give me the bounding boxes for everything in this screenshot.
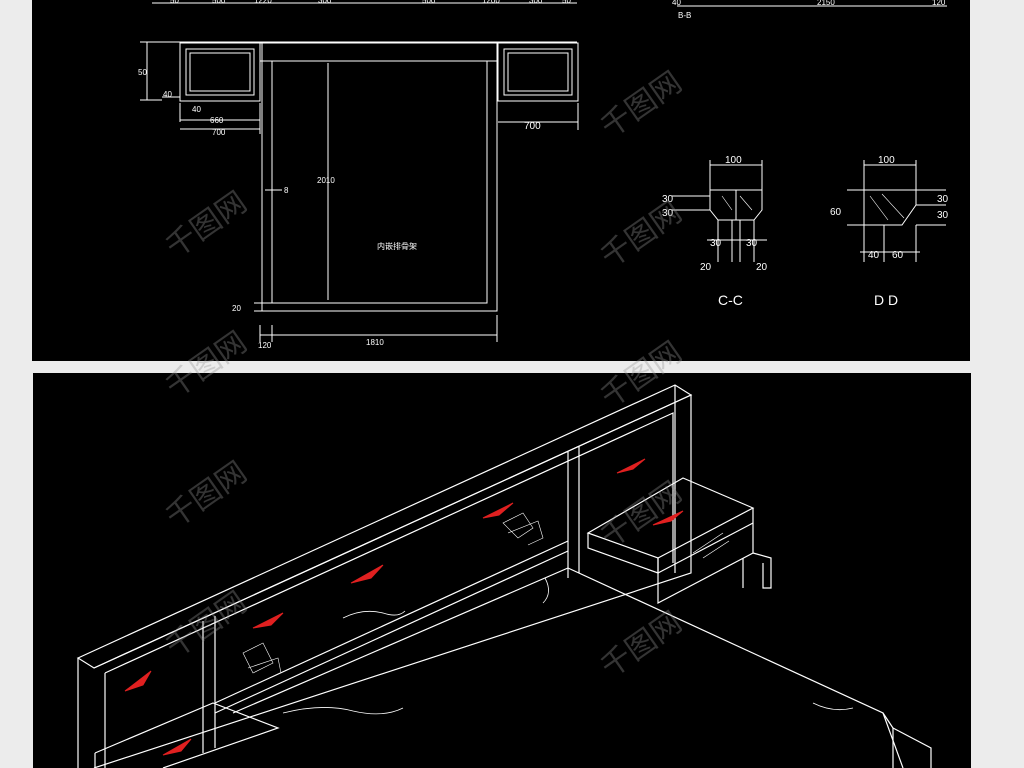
top-dim-2: 500 [212, 0, 226, 5]
section-dd-label: D D [874, 292, 898, 308]
plan-view-panel: 50 500 1220 300 500 1200 300 50 B-B 40 2… [32, 0, 970, 361]
cc-low-b: 20 [756, 262, 768, 273]
cc-bottom-b: 30 [746, 238, 758, 249]
section-cc-drawing [672, 160, 767, 262]
mattress-outline [232, 567, 904, 768]
top-dim-3: 1220 [254, 0, 272, 5]
top-right-dim-right: 120 [932, 0, 946, 7]
headboard-outline [259, 42, 499, 62]
plan-drawing: 50 500 1220 300 500 1200 300 50 B-B 40 2… [138, 0, 949, 350]
top-dim-1: 50 [170, 0, 179, 5]
top-dim-7: 300 [529, 0, 543, 5]
dim-w700: 700 [212, 128, 226, 137]
dd-left: 60 [830, 207, 842, 218]
dim-h40: 40 [163, 90, 172, 99]
section-cc-label: C-C [718, 292, 743, 308]
cc-left-a: 30 [662, 194, 674, 205]
dd-top: 100 [878, 155, 895, 166]
right-nightstand-outline [497, 42, 579, 102]
dim-corner: 20 [232, 304, 241, 313]
dim-inner: 8 [284, 186, 289, 195]
dim-w40: 40 [192, 105, 201, 114]
dim-width: 1810 [366, 338, 384, 347]
dim-length: 2010 [317, 176, 335, 185]
isometric-bed-drawing [76, 384, 932, 768]
center-label: 内嵌排骨架 [377, 241, 417, 251]
top-right-dim-mid: 2150 [817, 0, 835, 7]
dim-r700: 700 [524, 121, 541, 132]
dd-right-a: 30 [937, 194, 949, 205]
dd-bottom-b: 60 [892, 250, 904, 261]
top-dim-4: 300 [318, 0, 332, 5]
dd-right-b: 30 [937, 210, 949, 221]
dd-bottom-a: 40 [868, 250, 880, 261]
top-dim-8: 50 [562, 0, 571, 5]
b-b-mark: B-B [678, 11, 691, 20]
left-nightstand-outline [179, 42, 261, 102]
top-right-dim-left: 40 [672, 0, 681, 7]
dim-w660: 660 [210, 116, 224, 125]
isometric-view-panel [33, 373, 971, 768]
bed-inner-outline [271, 60, 488, 304]
dim-h50: 50 [138, 68, 147, 77]
top-dim-5: 500 [422, 0, 436, 5]
cc-left-b: 30 [662, 208, 674, 219]
headboard-face [93, 394, 692, 768]
section-dd-drawing [847, 160, 946, 262]
left-nightstand-top [94, 702, 280, 768]
top-dim-6: 1200 [482, 0, 500, 5]
bed-frame-outline [261, 42, 498, 312]
cc-low-a: 20 [700, 262, 712, 273]
red-accent-marks [124, 458, 684, 756]
carving-pattern [242, 512, 544, 674]
cc-top: 100 [725, 155, 742, 166]
dim-foot-left: 120 [258, 341, 272, 350]
cc-bottom-a: 30 [710, 238, 722, 249]
